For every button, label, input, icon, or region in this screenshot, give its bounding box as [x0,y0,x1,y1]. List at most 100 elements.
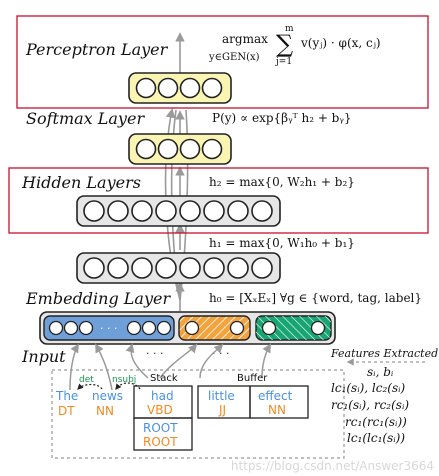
token-word: little [208,389,235,403]
word-embedding-unit [78,320,94,336]
perceptron-neuron [201,77,223,99]
token-tag: NN [268,403,286,417]
feature-line: rc₁(sᵢ), rc₂(sᵢ) [331,398,409,412]
eq-h0: h₀ = [XₓEₓ] ∀g ∈ {word, tag, label} [209,291,422,305]
arrow-the [69,343,79,391]
tag-embedding-unit [184,320,200,336]
hidden-frame [8,167,429,234]
hidden1-neuron [107,257,129,279]
eq-perceptron-body: v(yⱼ) · φ(x, cⱼ) [300,36,381,50]
hidden1-neuron [179,257,201,279]
word-embedding-unit [48,320,64,336]
tag-embedding-unit [229,320,245,336]
token-word: The [55,389,78,403]
arrow-buffer [199,343,224,379]
eq-sigma-top: m [285,24,294,34]
input-arrows [69,343,271,391]
hidden1-neuron [251,257,273,279]
token-word: had [151,389,174,403]
eq-h2: h₂ = max{0, W₂h₁ + b₂} [209,175,355,189]
hidden1-neuron [155,257,177,279]
token-tag: DT [58,404,75,418]
arc-nsubj-label: nsubj [112,375,136,385]
perceptron-neuron [157,77,179,99]
label-embedding-hatch [256,316,331,340]
hidden2-neuron [131,200,153,222]
input-tokens: The DT news NN had VBD ROOT ROOT little … [55,389,293,449]
word-embedding-unit [126,320,142,336]
hidden-layers-label: Hidden Layers [21,173,141,192]
feature-line: lc₁(sᵢ), lc₂(sᵢ) [331,381,406,395]
eq-sigma: ∑ [276,30,293,58]
hidden1-neuron [131,257,153,279]
token-word: news [92,389,123,403]
hidden1-box [76,252,281,284]
hidden1-neuron [83,257,105,279]
arc-det [77,383,103,390]
hidden1-neuron [203,257,225,279]
perceptron-layer-label: Perceptron Layer [25,40,169,59]
arrow-news [95,343,113,391]
watermark: https://blog.csdn.net/Answer3664 [231,459,434,473]
input-frame [51,369,345,459]
perceptron-neurons [128,72,232,104]
embedding-layer-label: Embedding Layer [25,289,171,308]
softmax-neuron [157,138,179,160]
features-extracted: Features Extracted sᵢ, bᵢ lc₁(sᵢ), lc₂(s… [330,347,438,445]
softmax-neuron [135,138,157,160]
hidden2-neuron [155,200,177,222]
softmax-layer-label: Softmax Layer [26,109,145,128]
embedding-layer: · · · [39,311,336,345]
hidden2-neuron [107,200,129,222]
token-word: effect [258,389,293,403]
input-ellipsis-right: · · · [212,347,229,360]
word-embedding-block [43,315,175,341]
hidden2-neuron [203,200,225,222]
perceptron-equation: argmax y∈GEN(x) m ∑ j=1 v(yⱼ) · φ(x, cⱼ) [208,24,381,67]
root-word: ROOT [143,421,178,435]
input-ellipsis-left: · · · [146,347,163,360]
feature-line: lc₁(lc₁(sᵢ)) [347,431,405,445]
hidden2-neuron [227,200,249,222]
token-tag: JJ [218,403,226,417]
word-embedding-unit [63,320,79,336]
eq-argmax-under: y∈GEN(x) [208,52,260,63]
hidden2-neuron [179,200,201,222]
arrow-stack-tag [159,343,198,379]
label-embedding-unit [261,320,277,336]
word-embedding-unit [141,320,157,336]
token-tag: VBD [147,403,173,417]
arc-nsubj [115,382,141,390]
stack-root-box [133,417,193,451]
eq-h1: h₁ = max{0, W₁h₀ + b₁} [209,236,355,250]
stack-label: Stack [150,373,178,384]
perceptron-neuron [179,77,201,99]
feature-line: rc₁(rc₁(sᵢ)) [345,415,407,429]
feature-line: sᵢ, bᵢ [367,365,394,379]
tag-embedding-block [178,315,251,341]
hidden1-neurons [76,252,281,284]
hidden2-neurons [76,195,281,227]
softmax-neuron [179,138,201,160]
features-title: Features Extracted [330,347,438,360]
eq-sigma-bottom: j=1 [275,57,292,67]
embedding-dots: · · · [100,322,117,335]
perceptron-neuron [135,77,157,99]
buffer-label: Buffer [237,373,268,384]
arrow-had [125,343,149,379]
hidden1-neuron [227,257,249,279]
buffer-box-2 [249,385,309,419]
softmax-neurons [128,133,232,165]
perceptron-frame [16,15,429,109]
arc-det-label: det [79,375,94,385]
input-label: Input [21,347,66,366]
arrow-label [261,343,271,379]
dependency-arcs: det nsubj [77,375,141,390]
hidden2-neuron [251,200,273,222]
softmax-neuron [201,138,223,160]
eq-softmax: P(y) ∝ exp{βᵧᵀ h₂ + bᵧ} [212,111,352,125]
token-tag: NN [96,404,114,418]
label-embedding-unit [310,320,326,336]
